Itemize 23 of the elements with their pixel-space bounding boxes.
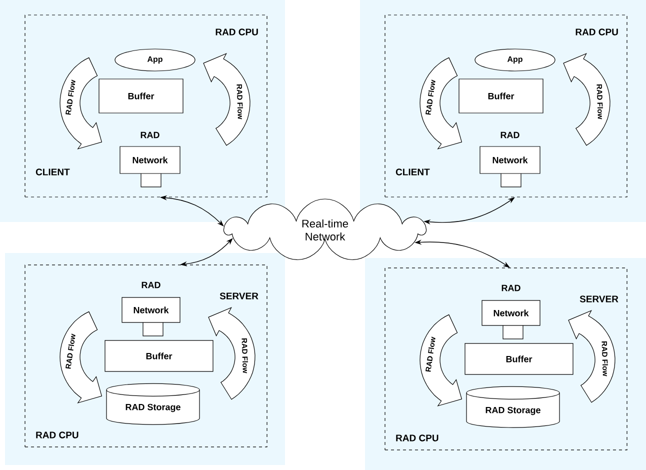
network-cloud: Real-time Network <box>223 198 427 260</box>
network-box: RAD Network <box>122 282 180 336</box>
panel-label: RAD CPU <box>396 434 438 442</box>
storage-cylinder: RAD Storage <box>106 383 200 425</box>
panel-label: CLIENT <box>396 168 430 176</box>
panel-label: CLIENT <box>36 168 70 176</box>
node-label: RAD <box>502 284 520 292</box>
node-label: RAD <box>140 132 160 138</box>
panel-label: RAD CPU <box>216 28 258 36</box>
network-box: RAD Network <box>482 284 540 340</box>
buffer-box: Buffer <box>464 343 574 375</box>
panel-label: SERVER <box>220 292 258 300</box>
node-label: RAD <box>142 282 160 288</box>
buffer-box: Buffer <box>458 78 544 114</box>
network-box: RAD Network <box>480 132 540 188</box>
network-box: RAD Network <box>120 132 180 188</box>
buffer-box: Buffer <box>104 340 214 372</box>
buffer-box: Buffer <box>98 78 184 114</box>
storage-cylinder: RAD Storage <box>466 386 560 428</box>
panel-label: RAD CPU <box>576 28 618 36</box>
node-label: RAD <box>500 132 520 138</box>
panel-label: RAD CPU <box>36 432 78 438</box>
panel-label: SERVER <box>580 296 618 302</box>
